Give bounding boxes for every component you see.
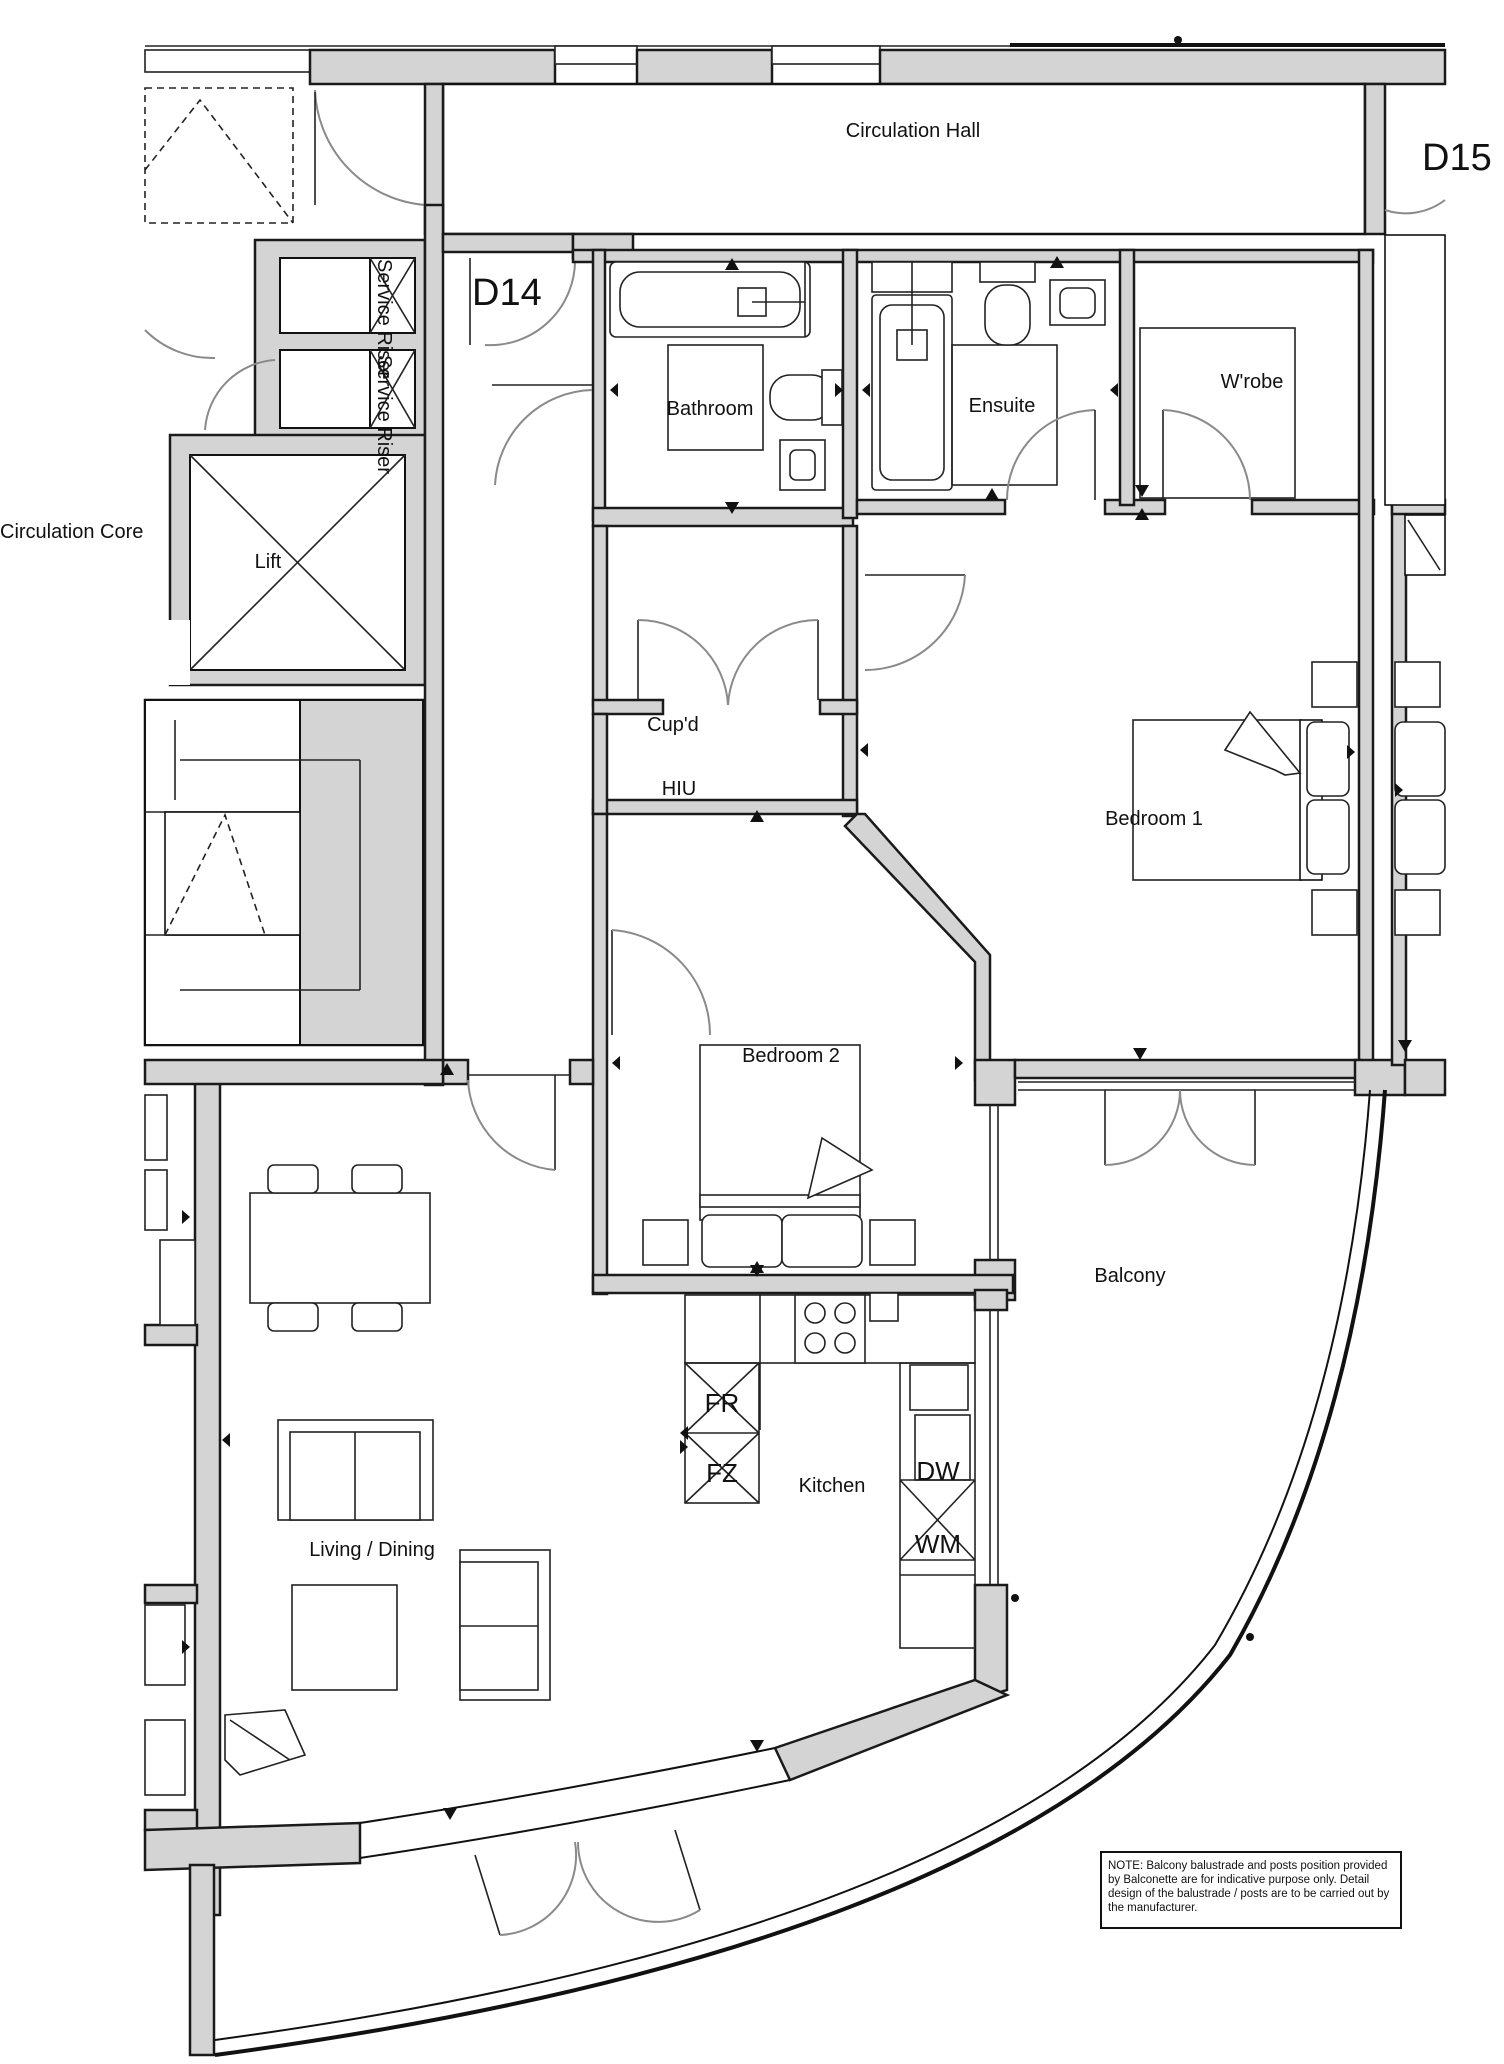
direction-markers (182, 256, 1412, 1820)
lift-label: Lift (255, 551, 282, 573)
service-riser-label-1: Service Riser (373, 259, 395, 378)
ensuite-fixtures (871, 261, 1106, 501)
unit-d15-label: D15 (1422, 137, 1492, 179)
balustrade-note: NOTE: Balcony balustrade and posts posit… (1100, 1851, 1402, 1929)
stair-core (143, 698, 425, 1047)
bedroom-1-label: Bedroom 1 (1105, 808, 1203, 830)
wardrobe-label: W'robe (1221, 371, 1284, 393)
circulation-hall-label: Circulation Hall (846, 120, 981, 142)
bedroom-2-label: Bedroom 2 (742, 1045, 840, 1067)
wardrobe (1139, 327, 1296, 501)
kitchen-units (684, 1292, 976, 1649)
unit-d14-label: D14 (472, 272, 542, 314)
balcony-label: Balcony (1094, 1265, 1165, 1287)
bathroom-fixtures (609, 261, 843, 491)
ensuite-label: Ensuite (969, 395, 1036, 417)
top-external-wall (144, 36, 1447, 86)
cupboard-label: Cup'd (647, 714, 699, 736)
circulation-hall (441, 82, 1367, 236)
bathroom-label: Bathroom (667, 398, 754, 420)
fridge-label: FR (705, 1388, 740, 1418)
service-riser-label-2: Service Riser (373, 355, 395, 474)
living-furniture (224, 1164, 551, 1776)
freezer-label: FZ (706, 1458, 738, 1488)
bed-1 (1132, 661, 1446, 936)
living-dining-label: Living / Dining (309, 1539, 435, 1561)
hiu-label: HIU (662, 778, 696, 800)
bed-2 (642, 1044, 916, 1268)
kitchen-label: Kitchen (799, 1475, 866, 1497)
dishwasher-label: DW (916, 1456, 960, 1486)
circulation-core-label: Circulation Core (0, 521, 143, 543)
washing-machine-label: WM (915, 1529, 961, 1559)
